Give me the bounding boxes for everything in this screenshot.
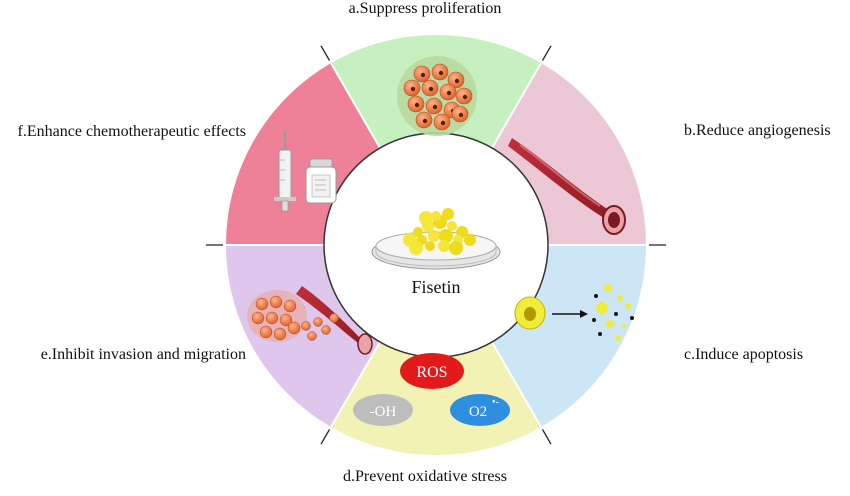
powder-grain bbox=[413, 227, 423, 237]
cell-nucleus bbox=[454, 78, 460, 84]
apoptotic-fragment bbox=[615, 335, 621, 341]
apoptotic-fragment bbox=[622, 324, 626, 328]
label-reduce-angiogenesis: b.Reduce angiogenesis bbox=[684, 122, 831, 139]
tumor-cell bbox=[265, 311, 279, 325]
cell-nucleus bbox=[428, 86, 434, 92]
powder-grain bbox=[442, 208, 454, 220]
cell-nucleus bbox=[414, 102, 420, 108]
tumor-cell bbox=[255, 297, 269, 311]
apoptotic-fragment bbox=[625, 303, 631, 309]
cell-nucleus bbox=[420, 72, 426, 78]
tumor-cell bbox=[251, 311, 265, 325]
oxidative-badges: ROS -OH O2 •- bbox=[353, 353, 510, 426]
label-induce-apoptosis: c.Induce apoptosis bbox=[684, 346, 804, 363]
powder-grain bbox=[447, 221, 457, 231]
cell-nucleus bbox=[410, 86, 416, 92]
label-prevent-oxidative-stress: d.Prevent oxidative stress bbox=[343, 468, 507, 485]
powder-grain bbox=[438, 240, 450, 252]
label-enhance-chemotherapeutic: f.Enhance chemotherapeutic effects bbox=[17, 123, 246, 140]
cell-nucleus bbox=[446, 90, 452, 96]
blood-vessel-icon bbox=[508, 138, 626, 235]
cell-nucleus bbox=[462, 94, 468, 100]
powder-grain bbox=[456, 226, 468, 238]
apoptotic-fragment bbox=[614, 312, 618, 316]
apoptotic-fragment bbox=[594, 294, 598, 298]
migrating-cell bbox=[307, 331, 317, 341]
cell-nucleus bbox=[432, 104, 438, 110]
apoptotic-cell-icon bbox=[514, 284, 634, 341]
migrating-cell bbox=[321, 325, 331, 335]
tumor-cell bbox=[287, 321, 301, 335]
migrating-cell bbox=[301, 321, 311, 331]
cell-cluster-icon bbox=[397, 56, 477, 136]
fisetin-powder bbox=[403, 208, 476, 255]
tick-mark bbox=[541, 45, 552, 61]
hydroxyl-badge bbox=[353, 394, 413, 426]
cell-nucleus bbox=[438, 70, 444, 76]
powder-grain bbox=[428, 230, 440, 242]
tumor-cell bbox=[269, 295, 283, 309]
superoxide-badge-label: O2 bbox=[469, 404, 487, 420]
label-suppress-proliferation: a.Suppress proliferation bbox=[348, 0, 502, 17]
tumor-cell bbox=[273, 327, 287, 341]
powder-grain bbox=[464, 234, 476, 246]
vial-icon bbox=[305, 158, 337, 204]
tumor-cell bbox=[259, 325, 273, 339]
ros-badge-label: ROS bbox=[416, 364, 447, 381]
powder-grain bbox=[419, 211, 433, 225]
superoxide-charge: •- bbox=[492, 397, 499, 408]
apoptotic-fragment bbox=[606, 320, 614, 328]
apoptotic-fragment bbox=[592, 318, 596, 322]
tick-mark bbox=[541, 429, 552, 445]
center-label: Fisetin bbox=[411, 277, 460, 297]
powder-grain bbox=[425, 241, 435, 251]
hydroxyl-badge-label: -OH bbox=[370, 404, 397, 420]
migrating-cell bbox=[329, 313, 339, 323]
apoptotic-fragment bbox=[598, 332, 602, 336]
powder-grain bbox=[431, 211, 441, 221]
powder-grain bbox=[439, 229, 453, 243]
apoptotic-fragment bbox=[604, 284, 612, 292]
tick-mark bbox=[320, 429, 331, 445]
superoxide-badge bbox=[450, 394, 510, 426]
tumor-cell bbox=[283, 299, 297, 313]
powder-grain bbox=[409, 241, 423, 255]
tumor-cell bbox=[279, 313, 293, 327]
tick-mark bbox=[320, 45, 331, 61]
powder-grain bbox=[449, 241, 463, 255]
apoptotic-fragment bbox=[630, 316, 634, 320]
cell-nucleus bbox=[422, 118, 428, 124]
invasion-icon bbox=[247, 286, 373, 355]
apoptotic-fragment bbox=[617, 295, 623, 301]
cell-nucleus bbox=[440, 120, 446, 126]
label-inhibit-invasion: e.Inhibit invasion and migration bbox=[40, 346, 246, 363]
cell-nucleus bbox=[458, 112, 464, 118]
ros-badge bbox=[400, 353, 464, 389]
syringe-icon bbox=[274, 130, 296, 212]
apoptotic-fragment bbox=[596, 302, 608, 314]
migrating-cell bbox=[313, 317, 323, 327]
tick-marks bbox=[206, 45, 666, 445]
